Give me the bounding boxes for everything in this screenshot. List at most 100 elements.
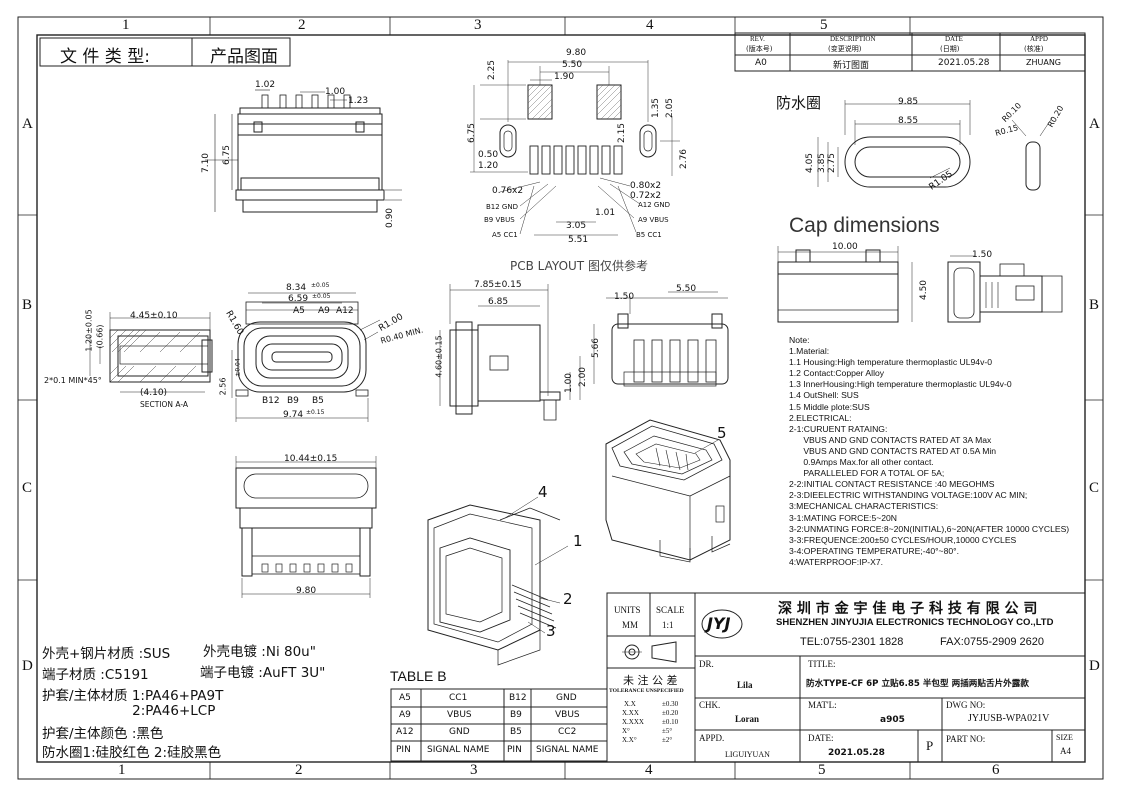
pin-label: A5 xyxy=(293,306,305,316)
dimension: 1.00 xyxy=(564,372,575,394)
company-tel: TEL:0755-2301 1828 xyxy=(800,636,904,648)
dimension: 1.90 xyxy=(554,72,575,82)
material-line: 防水圈1:硅胶红色 2:硅胶黑色 xyxy=(42,745,222,761)
note-line: 3-2:UNMATING FORCE:8~20N(INITIAL),6~20N(… xyxy=(789,523,1070,534)
part-number-label: PART NO: xyxy=(946,734,986,744)
dimension: 4.50 xyxy=(919,279,930,301)
pin-label: B5 CC1 xyxy=(636,231,662,239)
description-value: 新订图面 xyxy=(833,61,870,71)
drawn-by-value: Lila xyxy=(737,680,753,690)
note-line: 3:MECHANICAL CHARACTERISTICS: xyxy=(789,501,939,512)
zone-number: 3 xyxy=(470,762,478,778)
company-fax: FAX:0755-2909 2620 xyxy=(940,636,1044,648)
seal-ring-title: 防水圈 xyxy=(776,94,822,112)
dimension: 1.20±0.05 xyxy=(84,309,94,352)
drawing-number-value: JYJUSB-WPA021V xyxy=(968,713,1050,724)
dimension: 2.56 xyxy=(218,377,228,396)
zone-number: 2 xyxy=(295,762,303,778)
note-line: 2-3:DIEELECTRIC WITHSTANDING VOLTAGE:100… xyxy=(789,490,1028,501)
dimension: 5.51 xyxy=(568,235,589,245)
pin-label: B5 xyxy=(312,396,324,406)
note-line: 1.Material: xyxy=(789,346,830,357)
dimension: 1.01 xyxy=(595,208,616,218)
material-line: 外壳+钢片材质 :SUS xyxy=(42,646,171,662)
callout-number: 1 xyxy=(573,532,583,550)
approved-by-label: APPD. xyxy=(699,733,725,743)
tolerance: ±0.05 xyxy=(311,282,330,289)
appd-header: APPD xyxy=(1030,35,1048,43)
note-line: 0.9Amps Max.for all other contact. xyxy=(789,457,934,468)
tolerance-value: ±5° xyxy=(662,727,673,735)
plating-line: 外壳电镀 :Ni 80u" xyxy=(203,644,316,660)
zone-letter: B xyxy=(22,297,33,313)
note-line: 1.4 OutShell: SUS xyxy=(789,390,859,401)
pin-label: A9 xyxy=(318,306,330,316)
zone-number: 1 xyxy=(122,17,130,33)
dimension: 0.90 xyxy=(385,207,396,229)
tolerance-key: X.X° xyxy=(622,736,637,744)
table-cell: A12 xyxy=(396,727,414,737)
rev-value: A0 xyxy=(755,58,767,68)
doc-type-value: 产品图面 xyxy=(210,47,278,67)
dimension: 0.76x2 xyxy=(492,186,524,196)
note-line: 1.5 Middle plote:SUS xyxy=(789,401,870,412)
checked-by-value: Loran xyxy=(735,714,760,724)
zone-letter: A xyxy=(22,116,33,132)
cap-title: Cap dimensions xyxy=(789,214,940,237)
dimension: 9.74 xyxy=(283,410,304,420)
tolerance-value: ±0.20 xyxy=(662,709,679,717)
note-line: 4:WATERPROOF:IP-X7. xyxy=(789,556,884,567)
scale-value: 1:1 xyxy=(662,620,674,630)
tolerance-key: X.XX xyxy=(622,709,639,717)
pin-label: A12 xyxy=(336,306,354,316)
dimension: 6.75 xyxy=(467,122,478,144)
dimension: 8.55 xyxy=(898,116,919,126)
note-line: Note: xyxy=(789,335,810,345)
table-cell: A5 xyxy=(399,693,411,703)
units-label: UNITS xyxy=(614,605,641,615)
tolerance-key: X° xyxy=(622,727,630,735)
note-line: 2-1:CURUENT RATAING: xyxy=(789,423,888,434)
table-cell: PIN xyxy=(507,745,522,755)
note-line: 1.3 InnerHousing:High temperature thermo… xyxy=(789,379,1012,390)
tolerance-value: ±0.10 xyxy=(662,718,679,726)
dimension: 5.66 xyxy=(591,337,602,359)
dimension: 3.85 xyxy=(817,152,828,174)
pcb-layout-caption: PCB LAYOUT 图仅供参考 xyxy=(510,259,648,273)
zone-number: 2 xyxy=(298,17,306,33)
page-label: P xyxy=(926,738,934,753)
drawn-by-label: DR. xyxy=(699,659,714,669)
note-line: 1.2 Contact:Copper Alloy xyxy=(789,368,885,379)
pin-label: A9 VBUS xyxy=(638,216,669,224)
zone-letter: C xyxy=(22,480,33,496)
dimension: 1.35 xyxy=(651,97,662,119)
note-line: 3-4:OPERATING TEMPERATURE;-40°~80°. xyxy=(789,545,959,556)
pin-label: B9 VBUS xyxy=(484,216,515,224)
rev-header-cn: (版本号) xyxy=(746,45,773,53)
zone-letter: A xyxy=(1089,116,1100,132)
dimension: 2.76 xyxy=(679,148,690,170)
date-value: 2021.05.28 xyxy=(828,748,885,758)
note-line: PARALLELED FOR A TOTAL OF 5A; xyxy=(789,468,945,479)
dimension: 10.44±0.15 xyxy=(284,454,338,464)
date-header-cn: (日期) xyxy=(940,45,960,53)
table-cell: A9 xyxy=(399,710,411,720)
dimension: (0.66) xyxy=(95,324,105,349)
zone-number: 1 xyxy=(118,762,126,778)
pin-label: A12 GND xyxy=(638,201,670,209)
material-label: MAT'L: xyxy=(808,700,837,710)
note-line: 2-2:INITIAL CONTACT RESISTANCE :40 MEGOH… xyxy=(789,479,995,490)
table-cell: GND xyxy=(556,693,577,703)
dimension: 7.85±0.15 xyxy=(474,280,522,290)
dimension: 9.85 xyxy=(898,97,919,107)
material-line: 2:PA46+LCP xyxy=(42,703,216,719)
pin-label: B12 xyxy=(262,396,280,406)
date-header: DATE xyxy=(945,35,963,43)
table-cell: CC1 xyxy=(449,693,468,703)
tolerance-key: X.X xyxy=(624,700,636,708)
tolerance-subtitle: TOLERANCE UNSPECIFIED xyxy=(609,688,684,694)
dimension: 5.50 xyxy=(676,284,697,294)
size-label: SIZE xyxy=(1056,733,1073,742)
dimension: 1.20 xyxy=(478,161,499,171)
